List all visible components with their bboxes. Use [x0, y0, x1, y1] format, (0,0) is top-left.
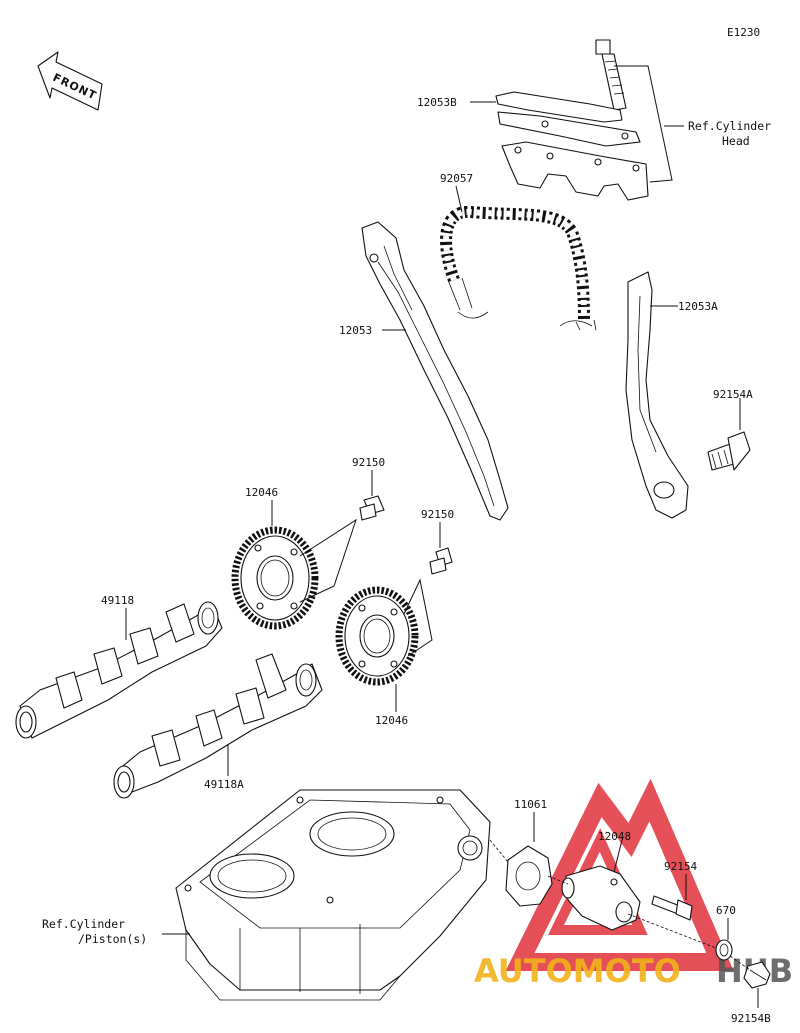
chain-tensioner-12048 — [561, 865, 641, 931]
camshaft-49118 — [15, 601, 223, 739]
bolt-92150-lower — [429, 547, 453, 575]
cam-sprocket-12046-upper — [231, 526, 319, 630]
label-12048: 12048 — [598, 830, 631, 843]
label-92057: 92057 — [440, 172, 473, 185]
chain-guide-12053A — [625, 271, 689, 519]
label-92154A: 92154A — [713, 388, 753, 401]
label-49118A: 49118A — [204, 778, 244, 791]
label-12053: 12053 — [339, 324, 372, 337]
label-11061: 11061 — [514, 798, 547, 811]
ref-cylinder-head-line1: Ref.Cylinder — [688, 119, 771, 133]
camshaft-49118A — [113, 653, 323, 799]
label-92154: 92154 — [664, 860, 697, 873]
bolt-92154B — [743, 961, 771, 989]
cam-sprocket-12046-lower — [335, 586, 419, 686]
front-arrow-icon: FRONT — [37, 51, 103, 111]
automotohub-watermark-logo: AUTOMOTO HUB — [474, 778, 793, 990]
label-12053B: 12053B — [417, 96, 457, 109]
bolt-92154A — [707, 431, 751, 471]
diagram-code: E1230 — [727, 26, 760, 39]
gasket-11061 — [505, 845, 553, 907]
cam-chain-92057 — [440, 206, 597, 331]
ref-cylinder-piston-line2: /Piston(s) — [78, 932, 147, 946]
cylinder-block — [175, 789, 491, 1001]
label-49118: 49118 — [101, 594, 134, 607]
label-12046-upper: 12046 — [245, 486, 278, 499]
label-92150-lower: 92150 — [421, 508, 454, 521]
ref-cylinder-head-line2: Head — [722, 134, 750, 148]
chain-guide-upper-12053B — [495, 39, 649, 201]
bolt-92154 — [651, 895, 693, 921]
o-ring-670 — [715, 939, 733, 961]
label-12046-lower: 12046 — [375, 714, 408, 727]
ref-cylinder-piston-line1: Ref.Cylinder — [42, 917, 125, 931]
chain-guide-12053 — [361, 221, 509, 521]
label-670: 670 — [716, 904, 736, 917]
bolt-92150-upper — [359, 495, 385, 521]
label-12053A: 12053A — [678, 300, 718, 313]
label-92150-upper: 92150 — [352, 456, 385, 469]
watermark-text-automoto: AUTOMOTO — [474, 952, 681, 990]
label-92154B: 92154B — [731, 1012, 771, 1025]
